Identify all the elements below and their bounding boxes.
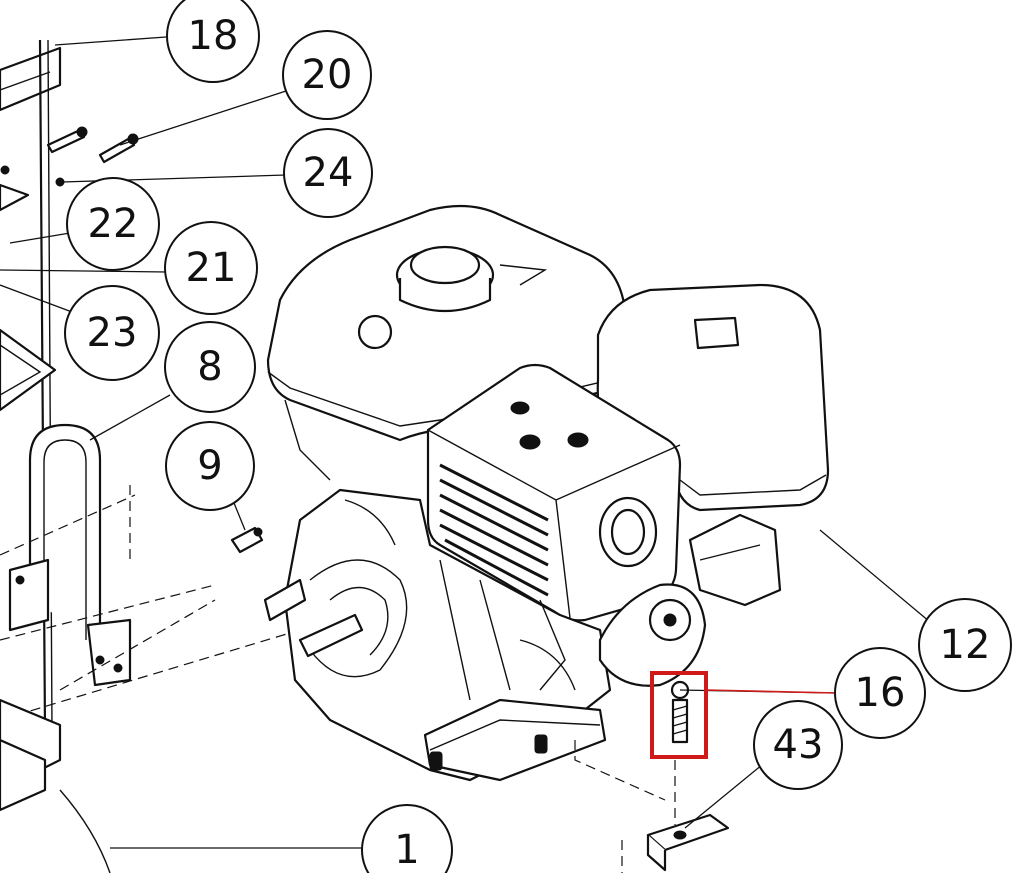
callout-label: 16	[855, 670, 906, 716]
callout-21: 21	[164, 221, 258, 315]
callout-label: 20	[302, 52, 353, 98]
callout-label: 9	[197, 443, 222, 489]
callout-18: 18	[166, 0, 260, 83]
callout-label: 1	[394, 827, 419, 873]
engine-assembly	[263, 204, 830, 873]
callout-label: 22	[88, 201, 139, 247]
left-frame-parts	[0, 39, 301, 873]
callout-1: 1	[361, 804, 453, 873]
callout-24: 24	[283, 128, 373, 218]
leader-lines	[0, 36, 931, 849]
highlight-leader	[705, 689, 837, 694]
callout-label: 8	[197, 344, 222, 390]
callout-label: 24	[303, 150, 354, 196]
callout-23: 23	[64, 285, 160, 381]
callout-label: 23	[87, 310, 138, 356]
callout-9: 9	[165, 421, 255, 511]
callout-20: 20	[282, 30, 372, 120]
callout-label: 18	[188, 13, 239, 59]
highlight-box	[650, 671, 708, 759]
callout-8: 8	[164, 321, 256, 413]
callout-12: 12	[918, 598, 1012, 692]
callout-label: 21	[186, 245, 237, 291]
callout-label: 12	[940, 622, 991, 668]
callout-43: 43	[753, 700, 843, 790]
callout-label: 43	[773, 722, 824, 768]
callout-22: 22	[66, 177, 160, 271]
callout-16: 16	[834, 647, 926, 739]
